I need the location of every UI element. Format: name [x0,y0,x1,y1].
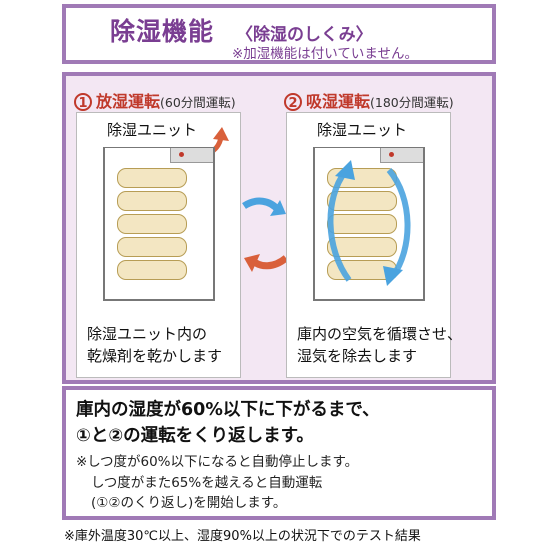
page-subtitle: 〈除湿のしくみ〉 [236,25,373,45]
summary-line-2: ①と②の運転をくり返します。 [76,426,314,446]
summary-box: 庫内の湿度が60%以下に下がるまで、 ①と②の運転をくり返します。 ※しつ度が6… [62,386,496,520]
unit-indicator-1 [179,152,184,157]
desiccant-pad [327,214,397,234]
unit-indicator-2 [389,152,394,157]
mode-1-name: 放湿運転 [96,92,161,111]
desiccant-pad [117,214,187,234]
cycle-arrows-icon [242,197,289,272]
summary-line-1: 庫内の湿度が60%以下に下がるまで、 [76,400,380,420]
unit-label-1: 除湿ユニット [107,121,198,139]
desiccant-pad [117,168,187,188]
summary-note-2: しつ度がまた65%を越えると自動運転 [91,475,323,491]
mode-1-duration: (60分間運転) [160,95,236,110]
dehumidify-unit-1 [170,148,213,163]
desiccant-pad [117,237,187,257]
dehumidify-unit-2 [380,148,423,163]
mode-2-description-line: 庫内の空気を循環させ、 [297,325,463,343]
cabinet-illustration-2: 除湿ユニット 庫内の空気を循環させ、 湿気を除去します [286,112,462,378]
cabinet-illustration-1: 除湿ユニット 除湿ユニット内の 乾燥剤を乾かします [76,112,241,378]
mode-1-description: 除湿ユニット内の 乾燥剤を乾かします [87,323,222,367]
mode-2-duration: (180分間運転) [370,95,454,110]
mode-2-description-line: 湿気を除去します [297,347,418,365]
title-box: 除湿機能 〈除湿のしくみ〉 ※加湿機能は付いていません。 [62,4,496,64]
desiccant-pad [327,237,397,257]
circulation-arrows-icon [327,160,411,286]
summary-note-3: (①②のくり返し)を開始します。 [91,495,287,511]
desiccant-pad [117,191,187,211]
page-title: 除湿機能 [110,17,215,46]
cabinet-interior-1 [103,147,215,301]
mode-1-description-line: 乾燥剤を乾かします [87,347,223,365]
mode-2-description: 庫内の空気を循環させ、 湿気を除去します [297,323,462,367]
mode-2-name: 吸湿運転 [306,92,371,111]
unit-label-2: 除湿ユニット [317,121,408,139]
title-note: ※加湿機能は付いていません。 [232,46,419,62]
mode-1-number: 1 [74,93,92,111]
mode-2-number: 2 [284,93,302,111]
cabinet-interior-2 [313,147,425,301]
footnote: ※庫外温度30℃以上、湿度90%以上の状況下でのテスト結果 [64,529,421,544]
desiccant-pad [327,191,397,211]
desiccant-pad [117,260,187,280]
mode-1-description-line: 除湿ユニット内の [87,325,208,343]
summary-note-1: ※しつ度が60%以下になると自動停止します。 [76,454,359,470]
